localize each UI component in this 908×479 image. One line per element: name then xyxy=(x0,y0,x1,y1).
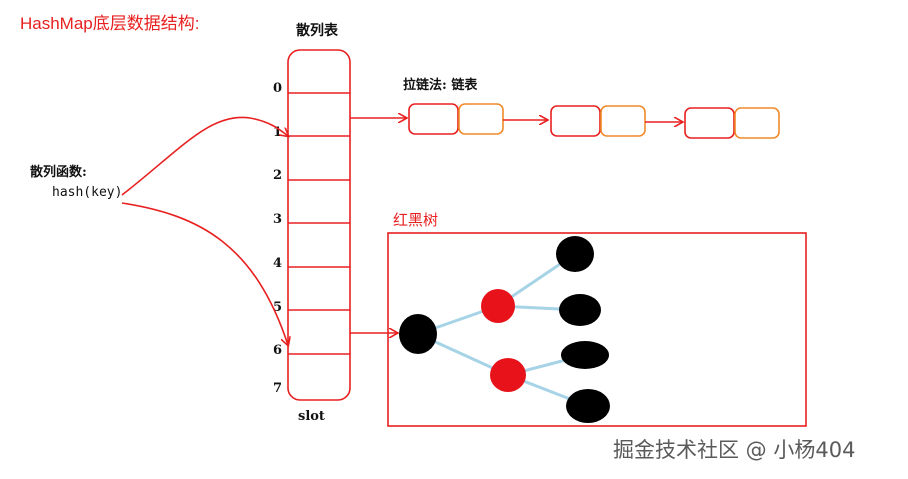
tree-node-black xyxy=(561,341,609,369)
list-node-next xyxy=(600,105,646,137)
tree-node-black xyxy=(566,389,610,423)
watermark: 掘金技术社区 @ 小杨404 xyxy=(613,438,855,462)
slot-dividers xyxy=(288,92,350,355)
red-black-tree-box xyxy=(387,232,807,427)
hash-table-label: 散列表 xyxy=(296,22,339,39)
linked-list-label: 拉链法: 链表 xyxy=(403,77,478,93)
list-node-key xyxy=(408,103,459,135)
tree-node-black xyxy=(399,314,437,354)
slot-index: 6 xyxy=(273,343,282,358)
list-node-key xyxy=(684,107,735,139)
slot-index: 7 xyxy=(273,381,282,396)
slot-label: slot xyxy=(298,409,325,424)
list-node xyxy=(684,107,780,139)
tree-node-black xyxy=(556,236,594,272)
hash-arrow-to-slot-6 xyxy=(121,202,288,345)
tree-node-red xyxy=(490,358,526,392)
hash-table-array xyxy=(287,49,351,401)
slot-index: 2 xyxy=(273,168,282,183)
list-node-key xyxy=(550,105,601,137)
slot-index: 1 xyxy=(273,125,282,140)
slot-index: 5 xyxy=(273,300,282,315)
slot-index: 0 xyxy=(273,81,282,96)
hash-function-label: 散列函数: xyxy=(30,164,87,180)
list-node xyxy=(408,103,504,135)
list-node-next xyxy=(458,103,504,135)
diagram-title: HashMap底层数据结构: xyxy=(20,14,199,33)
tree-node-black xyxy=(559,294,601,326)
red-black-tree-label: 红黑树 xyxy=(393,211,438,229)
tree-node-red xyxy=(481,289,515,323)
hash-function-call: hash(key) xyxy=(52,185,122,200)
hash-arrow-to-slot-1 xyxy=(121,116,288,196)
list-node xyxy=(550,105,646,137)
slot-index: 4 xyxy=(273,256,282,271)
slot-index: 3 xyxy=(273,212,282,227)
list-node-next xyxy=(734,107,780,139)
